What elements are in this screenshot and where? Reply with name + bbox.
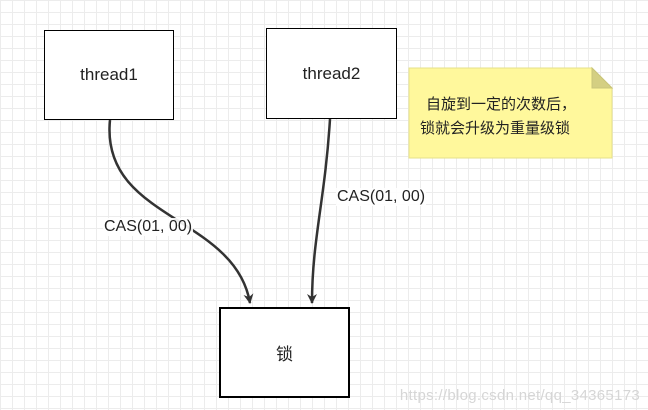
watermark: https://blog.csdn.net/qq_34365173 — [399, 387, 640, 404]
node-thread2-label: thread2 — [302, 63, 361, 83]
node-lock-label: 锁 — [276, 345, 293, 365]
edge-label-thread1: CAS(01, 00) — [103, 218, 194, 236]
node-thread1: thread1 — [44, 30, 174, 120]
note-line-1: 自旋到一定的次数后， — [426, 95, 577, 113]
note-line-2: 锁就会升级为重量级锁 — [420, 119, 571, 137]
edge-thread1-to-lock — [108, 119, 254, 304]
node-thread2: thread2 — [266, 28, 397, 119]
note-shape — [408, 67, 613, 159]
node-lock: 锁 — [219, 307, 350, 398]
note-fold — [591, 66, 614, 89]
edge-label-thread2: CAS(01, 00) — [336, 188, 427, 206]
node-thread1-label: thread1 — [80, 65, 138, 84]
edge-thread2-to-lock — [307, 118, 332, 304]
note-text: 自旋到一定的次数后， 锁就会升级为重量级锁 — [420, 92, 605, 140]
